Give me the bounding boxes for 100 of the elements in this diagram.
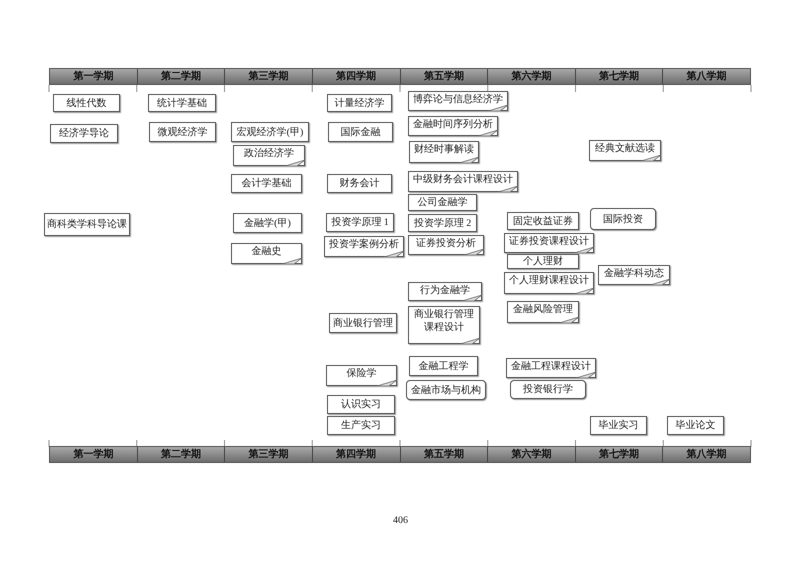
course-name: 财经时事解读 <box>414 143 474 156</box>
course-box <box>327 416 395 435</box>
course-name: 线性代数 <box>66 96 106 110</box>
course-box <box>507 212 579 230</box>
semester-header: 第三学期 <box>225 69 313 84</box>
semester-header: 第八学期 <box>686 70 728 84</box>
course-box <box>327 395 395 414</box>
course-name: 商业银行管理 <box>333 316 393 330</box>
course-note <box>233 145 305 166</box>
course-name: 保险学 <box>346 367 376 380</box>
course-name: 证券投资分析 <box>416 237 476 250</box>
course-box <box>231 174 302 193</box>
course-box <box>148 94 216 112</box>
course-name: 投资银行学 <box>523 382 573 397</box>
course-name: 经济学导论 <box>59 126 109 141</box>
course-name: 博弈论与信息经济学 <box>413 93 503 106</box>
course-note <box>408 91 508 111</box>
course-box <box>408 214 477 232</box>
course-box <box>328 122 393 142</box>
course-name: 宏观经济学(甲) <box>236 126 304 140</box>
course-note <box>231 243 302 264</box>
course-name: 金融工程学 <box>418 360 468 374</box>
course-name: 财务会计 <box>340 176 380 191</box>
course-note <box>504 233 594 253</box>
semester-header: 第二学期 <box>138 69 226 84</box>
course-name: 公司金融学 <box>418 196 468 210</box>
course-name: 生产实习 <box>341 418 381 433</box>
semester-header: 第二学期 <box>138 447 226 462</box>
course-name: 投资学原理 2 <box>414 216 472 230</box>
course-name: 金融史 <box>252 245 282 258</box>
semester-header: 第七学期 <box>576 69 664 84</box>
course-note <box>408 171 518 192</box>
course-box <box>409 356 478 376</box>
course-name: 毕业论文 <box>676 418 716 433</box>
course-box <box>327 94 392 112</box>
course-name: 金融时间序列分析 <box>413 118 493 131</box>
course-rounded-box <box>406 380 486 400</box>
course-note <box>326 365 397 386</box>
course-name: 证券投资课程设计 <box>509 235 589 248</box>
course-name: 会计学基础 <box>242 176 292 191</box>
course-note <box>506 358 596 378</box>
course-note <box>507 301 579 323</box>
course-name: 毕业实习 <box>598 418 638 433</box>
course-name: 行为金融学 <box>420 284 470 297</box>
course-box <box>44 213 130 236</box>
course-box <box>507 254 579 269</box>
course-name: 商科类学科导论课 <box>47 218 127 232</box>
course-name: 金融风险管理 <box>513 303 573 316</box>
course-note <box>408 282 482 301</box>
course-rounded-box <box>590 208 656 230</box>
course-name: 个人理财 <box>523 254 563 269</box>
course-name: 商业银行管理课程设计 <box>413 308 475 334</box>
course-note <box>589 140 661 161</box>
course-box <box>326 213 394 232</box>
semester-header: 第八学期 <box>686 448 728 462</box>
course-box <box>667 416 724 435</box>
course-name: 金融市场与机构 <box>411 384 481 398</box>
course-name: 中级财务会计课程设计 <box>413 173 513 186</box>
course-name: 计量经济学 <box>334 96 384 110</box>
course-rounded-box <box>510 380 586 399</box>
course-note <box>408 235 484 255</box>
course-note <box>324 236 404 257</box>
course-box <box>408 194 477 211</box>
course-note <box>408 116 498 136</box>
course-note <box>504 272 594 294</box>
course-name: 政治经济学 <box>244 147 294 160</box>
course-box <box>231 122 309 142</box>
course-name: 微观经济学 <box>158 126 208 140</box>
course-name: 国际投资 <box>603 212 643 226</box>
course-box <box>327 174 392 193</box>
course-name: 国际金融 <box>340 126 380 140</box>
semester-header: 第四学期 <box>312 69 400 84</box>
semester-header: 第一学期 <box>50 69 138 84</box>
semester-header: 第一学期 <box>50 447 138 462</box>
course-box <box>329 313 397 333</box>
course-note <box>409 141 479 163</box>
course-box <box>53 94 120 112</box>
course-name: 认识实习 <box>341 398 381 412</box>
course-note <box>598 265 670 285</box>
semester-header: 第三学期 <box>225 447 313 462</box>
course-name: 个人理财课程设计 <box>509 274 589 287</box>
course-box <box>149 122 216 142</box>
semester-header: 第六学期 <box>488 447 576 462</box>
course-name: 固定收益证券 <box>513 214 573 228</box>
course-name: 金融工程课程设计 <box>511 360 591 373</box>
course-box <box>590 416 647 435</box>
course-name: 金融学科动态 <box>604 267 664 280</box>
course-box <box>50 124 118 143</box>
course-box <box>233 213 302 233</box>
course-name: 投资学案例分析 <box>329 238 399 251</box>
course-name: 统计学基础 <box>157 96 207 110</box>
course-name: 投资学原理 1 <box>331 216 389 230</box>
page-number: 406 <box>393 514 408 528</box>
course-name: 经典文献选读 <box>595 142 655 155</box>
semester-header: 第六学期 <box>488 69 576 84</box>
semester-header: 第五学期 <box>400 69 488 84</box>
semester-header: 第七学期 <box>576 447 664 462</box>
semester-header: 第四学期 <box>312 447 400 462</box>
course-name: 金融学(甲) <box>244 216 291 230</box>
course-note <box>408 306 480 344</box>
